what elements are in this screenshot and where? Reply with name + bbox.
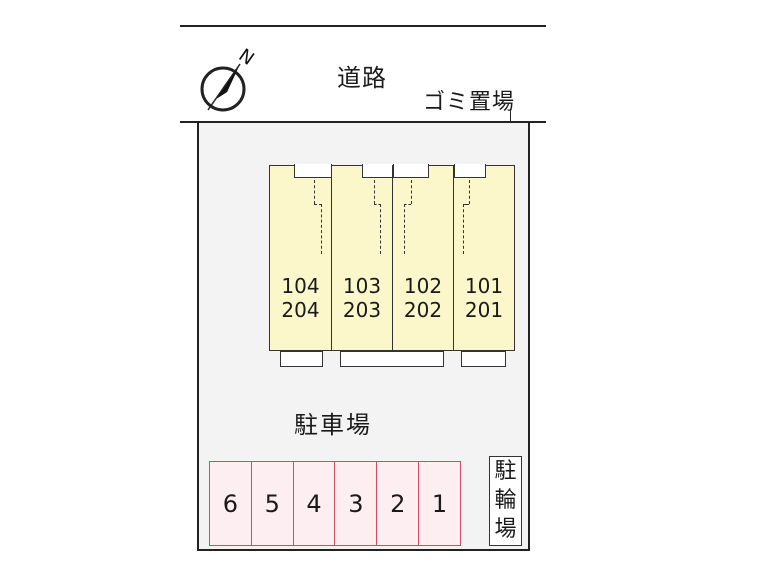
parking-space: 3	[335, 462, 378, 545]
bicycle-parking-label-char: 駐	[494, 459, 517, 484]
unit-labels: 103 203	[332, 274, 392, 322]
entrance-path	[463, 204, 464, 254]
unit-labels: 104 204	[270, 274, 331, 322]
entrance-path	[463, 204, 469, 205]
unit-labels: 101 201	[454, 274, 514, 322]
bicycle-parking-label-char: 輪	[494, 488, 517, 513]
unit-104-204: 104 204	[269, 164, 332, 351]
balcony	[340, 351, 444, 367]
parking-space: 2	[377, 462, 420, 545]
entrance-path	[321, 204, 322, 254]
parking-space: 4	[294, 462, 336, 545]
unit-101-201: 101 201	[453, 164, 515, 351]
bicycle-parking: 駐 輪 場	[489, 456, 522, 546]
unit-103-203: 103 203	[331, 164, 394, 351]
unit-102-202: 102 202	[392, 164, 454, 351]
unit-number-upper: 204	[281, 298, 320, 322]
bicycle-parking-label-char: 場	[494, 517, 517, 542]
entrance-notch	[362, 164, 394, 178]
road-label: 道路	[337, 64, 387, 92]
unit-number-ground: 104	[281, 274, 320, 298]
trash-leader-line	[510, 110, 511, 125]
entrance-notch	[454, 164, 486, 178]
entrance-path	[404, 204, 411, 205]
entrance-path	[469, 180, 470, 204]
parking-lot-label: 駐車場	[294, 411, 372, 439]
entrance-path	[404, 204, 405, 254]
entrance-path	[411, 180, 412, 204]
unit-labels: 102 202	[393, 274, 453, 322]
entrance-path	[314, 180, 315, 204]
parking-space: 1	[431, 489, 448, 518]
unit-number-ground: 102	[403, 274, 443, 298]
parking-spaces: 6 5 4 3 2 1	[209, 461, 461, 546]
entrance-path	[314, 204, 322, 205]
unit-number-upper: 201	[464, 298, 504, 322]
entrance-notch	[294, 164, 332, 178]
entrance-path	[380, 204, 381, 254]
balcony	[280, 351, 323, 367]
road-edge-top	[180, 25, 546, 27]
entrance-path	[374, 204, 381, 205]
unit-number-upper: 203	[342, 298, 382, 322]
balcony	[461, 351, 506, 367]
entrance-notch	[393, 164, 429, 178]
entrance-path	[374, 180, 375, 204]
unit-number-ground: 103	[342, 274, 382, 298]
unit-number-upper: 202	[403, 298, 443, 322]
parking-space: 5	[252, 462, 294, 545]
parking-space: 6	[210, 462, 252, 545]
compass-north-icon: N	[200, 45, 258, 112]
unit-number-ground: 101	[464, 274, 504, 298]
trash-area-label: ゴミ置場	[423, 90, 516, 115]
